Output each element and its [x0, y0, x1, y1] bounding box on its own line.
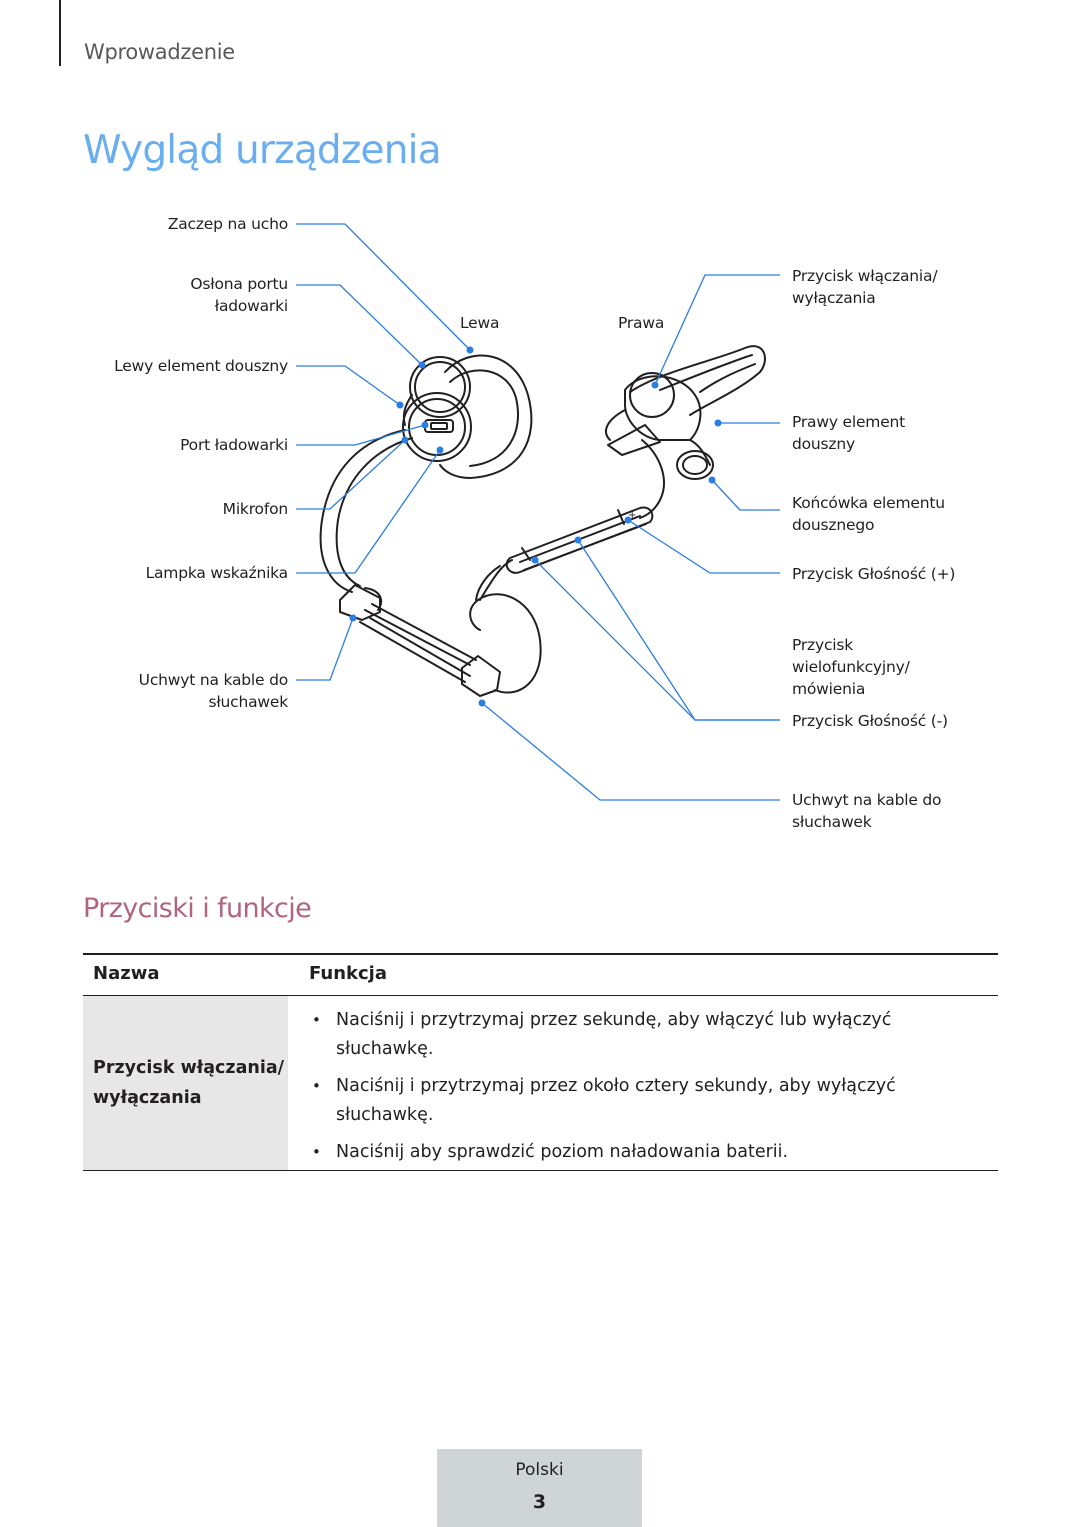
label-left-side: Lewa: [460, 314, 500, 332]
earphones-diagram: +: [296, 223, 780, 801]
label-volume-down: Przycisk Głośność (-): [792, 712, 948, 730]
label-power-button: Przycisk włączania/wyłączania: [792, 267, 938, 307]
label-volume-up: Przycisk Głośność (+): [792, 565, 956, 583]
label-microphone: Mikrofon: [222, 500, 289, 518]
svg-text:+: +: [628, 510, 636, 521]
label-left-earpiece: Lewy element douszny: [114, 357, 288, 375]
left-earbud-body: [402, 392, 472, 462]
list-item: Naciśnij aby sprawdzić poziom naładowani…: [308, 1138, 998, 1167]
page-title: Wygląd urządzenia: [83, 128, 442, 173]
label-charger-port: Port ładowarki: [180, 436, 288, 454]
label-right-side: Prawa: [618, 314, 665, 332]
leader-lines: [296, 223, 780, 801]
left-ear-hook: [439, 354, 533, 479]
header-name: Nazwa: [93, 963, 160, 984]
page-footer: Polski 3: [437, 1449, 642, 1527]
right-earbud-body: [624, 375, 702, 441]
label-indicator-light: Lampka wskaźnika: [145, 564, 289, 582]
list-item: Naciśnij i przytrzymaj przez sekundę, ab…: [308, 1006, 998, 1064]
header-function: Funkcja: [309, 963, 387, 984]
right-ear-hook: [629, 345, 766, 416]
left-cable: [319, 429, 406, 593]
section-header: Wprowadzenie: [84, 40, 235, 64]
section-subtitle: Przyciski i funkcje: [83, 893, 312, 924]
cable-holder-left: [339, 584, 381, 621]
table-header: Nazwa Funkcja: [83, 953, 998, 996]
right-cable: [639, 439, 665, 519]
page-number: 3: [532, 1491, 547, 1513]
footer-language: Polski: [515, 1460, 564, 1480]
functions-table: Nazwa Funkcja Przycisk włączania/ wyłącz…: [83, 953, 998, 1171]
left-earbud-cap: [409, 356, 471, 418]
function-list: Naciśnij i przytrzymaj przez sekundę, ab…: [308, 1006, 998, 1175]
right-ear-tip: [676, 450, 714, 480]
leader-dots: [349, 346, 722, 707]
button-name: Przycisk włączania/ wyłączania: [93, 1058, 285, 1108]
label-ear-hook: Zaczep na ucho: [167, 215, 288, 233]
name-cell: Przycisk włączania/ wyłączania: [83, 996, 288, 1170]
header-rule: [59, 0, 61, 66]
list-item: Naciśnij i przytrzymaj przez około czter…: [308, 1072, 998, 1130]
table-row: Przycisk włączania/ wyłączania Naciśnij …: [83, 996, 998, 1171]
remote-control: [505, 506, 654, 574]
